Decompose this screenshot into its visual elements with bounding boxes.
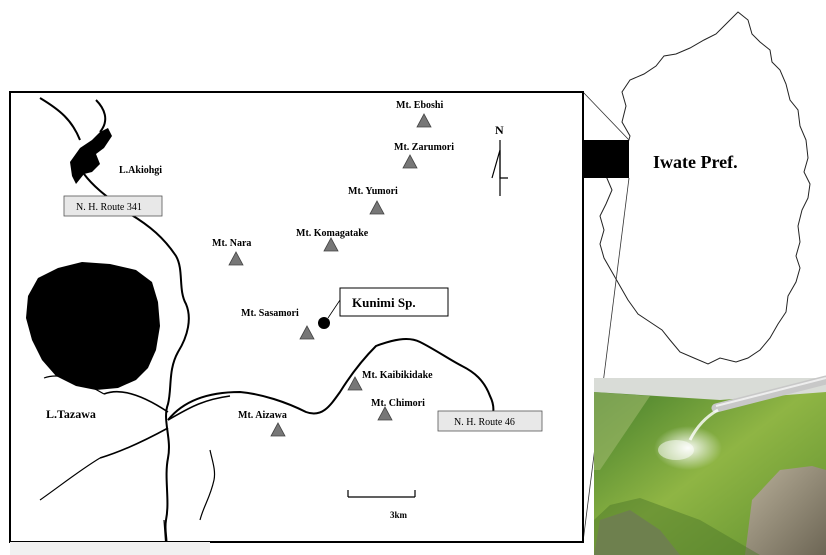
kunimi-spring-callout: [339, 287, 449, 317]
lake-tazawa: [26, 262, 160, 390]
svg-text:N: N: [495, 123, 504, 137]
mountain-yumori-icon: [369, 200, 385, 215]
connector-line: [582, 91, 630, 141]
river: [39, 375, 167, 542]
lake-akiohgi-label: L.Akiohgi: [119, 165, 162, 176]
prefecture-label: Iwate Pref.: [653, 152, 738, 172]
mountain-zarumori-label: Mt. Zarumori: [394, 142, 454, 153]
road-branch: [99, 390, 231, 459]
mountain-eboshi-label: Mt. Eboshi: [396, 100, 443, 111]
mountain-kaibikidake-icon: [347, 376, 363, 391]
mountain-chimori-icon: [377, 406, 393, 421]
lake-akiohgi: [70, 128, 112, 184]
mountain-kaibikidake-label: Mt. Kaibikidake: [362, 370, 433, 381]
river: [199, 449, 216, 521]
mountain-sasamori-label: Mt. Sasamori: [241, 308, 299, 319]
iwate-prefecture-outline: [599, 11, 811, 365]
spring-photo: [594, 375, 826, 555]
scale-bar: 3km: [347, 490, 416, 520]
mountain-nara-label: Mt. Nara: [212, 238, 251, 249]
route-46-road: [167, 338, 495, 421]
callout-line: [327, 299, 341, 319]
connector-line: [582, 177, 630, 543]
mountain-komagatake-label: Mt. Komagatake: [296, 228, 369, 239]
route-341-label: N. H. Route 341: [76, 202, 142, 213]
mountain-chimori-label: Mt. Chimori: [371, 398, 425, 409]
mountain-eboshi-icon: [416, 113, 432, 128]
route-46-label: N. H. Route 46: [454, 417, 515, 428]
route-46-box: [437, 410, 543, 432]
north-arrow: N: [491, 123, 508, 196]
mountain-aizawa-icon: [270, 422, 286, 437]
kunimi-spring-marker: [318, 317, 330, 329]
caption-strip: [10, 542, 210, 555]
mountain-yumori-label: Mt. Yumori: [348, 186, 398, 197]
mountain-zarumori-icon: [402, 154, 418, 169]
lake-tazawa-label: L.Tazawa: [46, 407, 96, 421]
route-341-box: [63, 195, 163, 217]
kunimi-spring-label: Kunimi Sp.: [352, 295, 416, 310]
mountain-komagatake-icon: [323, 237, 339, 252]
mountain-aizawa-label: Mt. Aizawa: [238, 410, 287, 421]
mountain-nara-icon: [228, 251, 244, 266]
route-341-road: [39, 97, 190, 542]
scale-label: 3km: [390, 510, 408, 520]
mountain-sasamori-icon: [299, 325, 315, 340]
